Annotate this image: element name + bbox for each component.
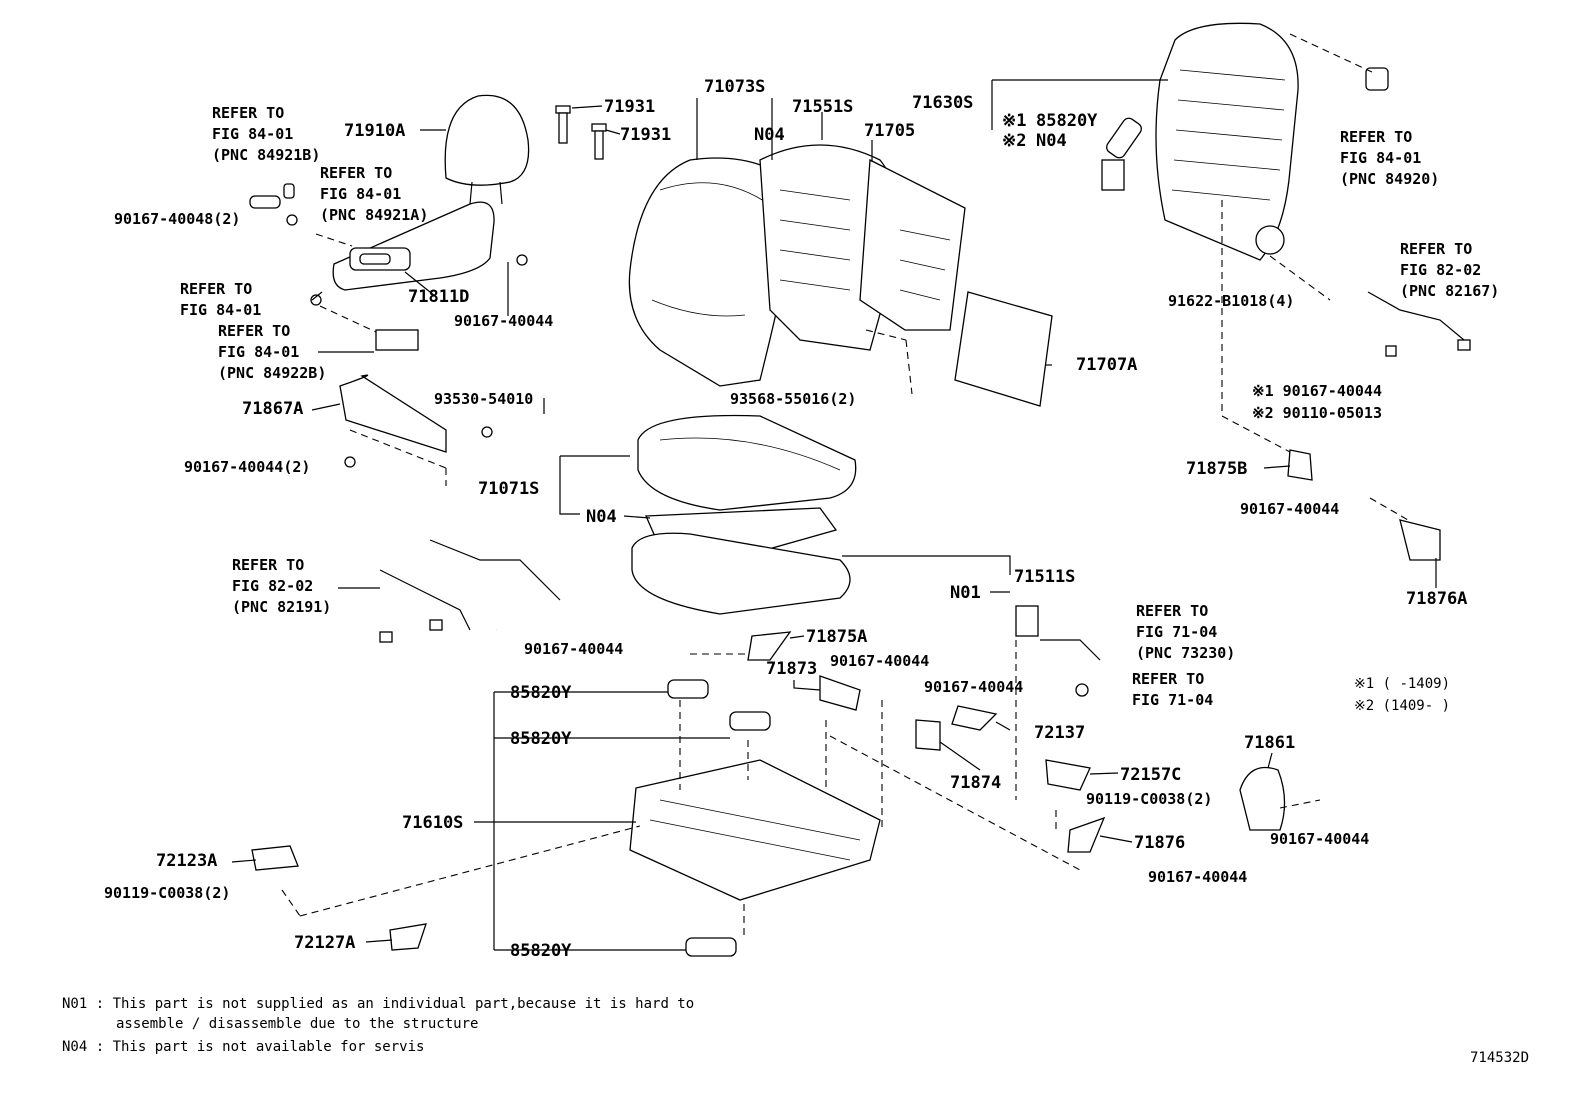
label-71931-b: 71931: [620, 125, 671, 145]
label-90167-40044-rb: 90167-40044: [1270, 830, 1369, 848]
part-labels: 71910A 71931 71931 71073S 71551S 71705 7…: [104, 77, 1467, 961]
label-N01: N01: [950, 583, 981, 603]
seat-cushion-cover-part: [637, 414, 857, 511]
label-71876: 71876: [1134, 833, 1185, 853]
label-90167-40044-r: 90167-40044: [1240, 500, 1339, 518]
leader-lines: [231, 79, 1437, 951]
label-72137: 72137: [1034, 723, 1085, 743]
label-71610S: 71610S: [402, 813, 463, 833]
label-71874: 71874: [950, 773, 1001, 793]
switch-knobs: [249, 183, 528, 351]
legend-star2: ※2 (1409- ): [1354, 698, 1450, 714]
label-star2-top: ※2: [1002, 131, 1026, 151]
label-N04-back: N04: [754, 125, 785, 145]
label-85820Y-3: 85820Y: [510, 941, 572, 961]
refer-84920: REFER TO FIG 84-01 (PNC 84920): [1340, 128, 1439, 188]
label-71511S: 71511S: [1014, 567, 1075, 587]
refer-82167: REFER TO FIG 82-02 (PNC 82167): [1400, 240, 1499, 300]
label-91622-B1018: 91622-B1018(4): [1168, 292, 1294, 310]
legend: ※1 ( -1409) ※2 (1409- ): [1354, 676, 1450, 714]
label-90167-40044-a: 90167-40044: [454, 312, 553, 330]
label-85820Y-1: 85820Y: [510, 683, 572, 703]
label-71630S: 71630S: [912, 93, 973, 113]
label-71707A: 71707A: [1076, 355, 1137, 375]
seatback-frame-part: [1155, 22, 1299, 261]
dashed-lines: [281, 33, 1409, 940]
label-71861: 71861: [1244, 733, 1295, 753]
seat-cushion-pad-part: [631, 532, 851, 615]
refer-blocks: REFER TO FIG 84-01 (PNC 84921B) REFER TO…: [180, 104, 1499, 709]
legend-star1: ※1 ( -1409): [1354, 676, 1450, 692]
refer-84921A: REFER TO FIG 84-01 (PNC 84921A): [320, 164, 428, 224]
label-72123A: 72123A: [156, 851, 217, 871]
label-72127A: 72127A: [294, 933, 355, 953]
label-90119-C0038-r: 90119-C0038(2): [1086, 790, 1212, 808]
label-90167-40044-m2: 90167-40044: [830, 652, 929, 670]
seat-motors: [667, 679, 771, 957]
figure-id: 714532D: [1470, 1050, 1529, 1066]
label-71811D: 71811D: [408, 287, 469, 307]
label-90167-40044-m1: 90167-40044: [524, 640, 623, 658]
label-71876A: 71876A: [1406, 589, 1467, 609]
label-71873: 71873: [766, 659, 817, 679]
label-star1-top: ※1: [1002, 111, 1026, 131]
refer-71-04: REFER TO FIG 71-04: [1132, 670, 1213, 709]
label-N04-top: N04: [1036, 131, 1067, 151]
refer-84922B: REFER TO FIG 84-01 (PNC 84922B): [218, 322, 326, 382]
headrest-support-pins: [555, 105, 607, 160]
seatback-board-part: [859, 158, 966, 331]
footnotes: N01 : This part is not supplied as an in…: [62, 996, 694, 1055]
label-71931-a: 71931: [604, 97, 655, 117]
label-90167-40044-2: 90167-40044(2): [184, 458, 310, 476]
harness-top-right: [1367, 291, 1471, 357]
refer-82191: REFER TO FIG 82-02 (PNC 82191): [232, 556, 331, 616]
refer-84921B: REFER TO FIG 84-01 (PNC 84921B): [212, 104, 320, 164]
refer-84-01-a: REFER TO FIG 84-01: [180, 280, 261, 319]
label-71071S: 71071S: [478, 479, 539, 499]
label-71551S: 71551S: [792, 97, 853, 117]
seatbelt-buckle-part: [1015, 605, 1101, 697]
label-N04-mid: N04: [586, 507, 617, 527]
side-shield-part: [332, 201, 495, 291]
label-90119-C0038-l: 90119-C0038(2): [104, 884, 230, 902]
label-85820Y-2: 85820Y: [510, 729, 572, 749]
label-71705: 71705: [864, 121, 915, 141]
lever-knob-part: [1365, 67, 1389, 91]
note-N01-line1: N01 : This part is not supplied as an in…: [62, 996, 694, 1012]
label-93530-54010: 93530-54010: [434, 390, 533, 408]
label-85820Y-top: 85820Y: [1036, 111, 1098, 131]
label-90167-40048: 90167-40048(2): [114, 210, 240, 228]
label-71073S: 71073S: [704, 77, 765, 97]
label-90167-40044-m3: 90167-40044: [924, 678, 1023, 696]
seat-frame-part: [629, 759, 881, 901]
label-72157C: 72157C: [1120, 765, 1181, 785]
label-90167-40044-star1: ※1 90167-40044: [1252, 382, 1382, 400]
back-pad-sheet-part: [954, 291, 1053, 407]
lower-cover-part: [339, 374, 493, 468]
refer-73230: REFER TO FIG 71-04 (PNC 73230): [1136, 602, 1235, 662]
small-covers: [251, 449, 1441, 951]
label-71910A: 71910A: [344, 121, 405, 141]
label-93568-55016: 93568-55016(2): [730, 390, 856, 408]
headrest-part: [444, 94, 530, 205]
label-90110-05013-star2: ※2 90110-05013: [1252, 404, 1382, 422]
label-71875A: 71875A: [806, 627, 867, 647]
label-71875B: 71875B: [1186, 459, 1247, 479]
recliner-motor-part: [1101, 117, 1142, 191]
harness-left: [379, 539, 561, 643]
note-N01-line2: assemble / disassemble due to the struct…: [116, 1016, 478, 1032]
label-90167-40044-b: 90167-40044: [1148, 868, 1247, 886]
note-N04: N04 : This part is not available for ser…: [62, 1039, 424, 1055]
label-71867A: 71867A: [242, 399, 303, 419]
